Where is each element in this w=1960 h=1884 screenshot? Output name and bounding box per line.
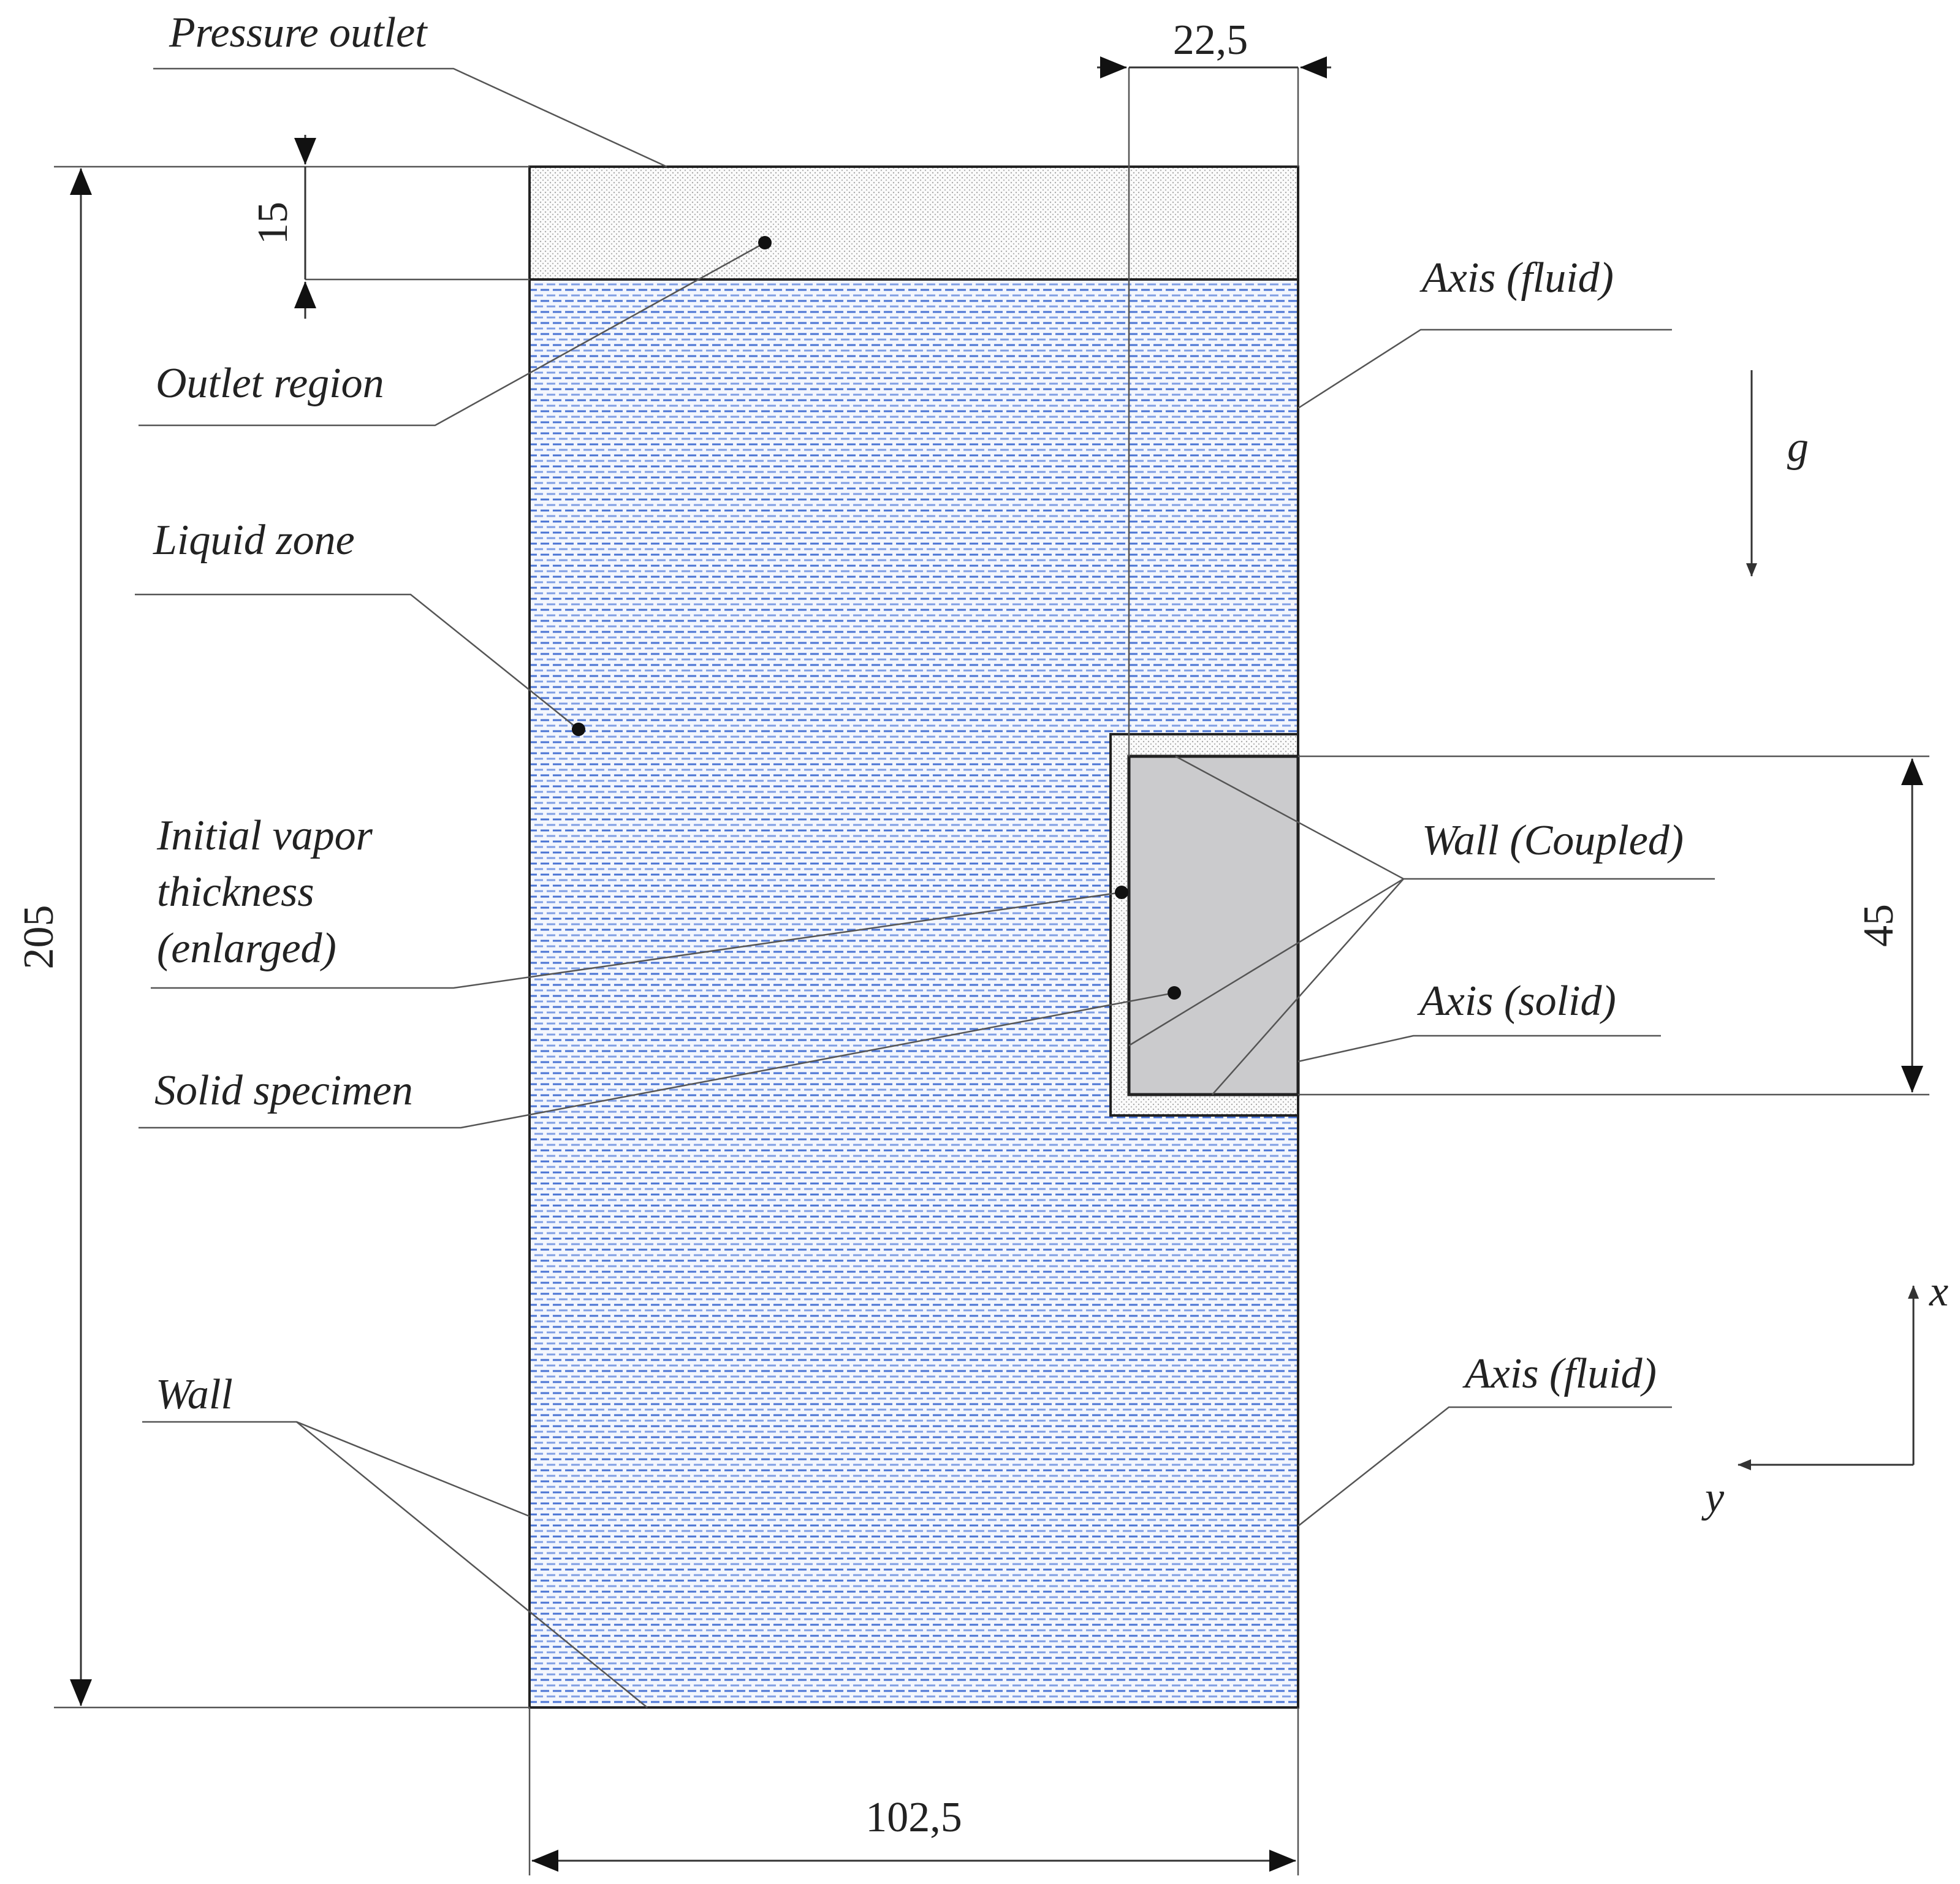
initial-vapor-line1-text: Initial vapor (156, 812, 373, 859)
coordinate-axes: x y (1701, 1268, 1948, 1521)
initial-vapor-marker (1115, 886, 1128, 899)
solid-specimen-area (1127, 754, 1300, 1096)
dim-outlet-height-text: 15 (249, 202, 297, 245)
dimension-outlet-height: 15 (249, 135, 530, 319)
liquid-zone-marker (572, 723, 585, 736)
label-initial-vapor: Initial vapor thickness (enlarged) (151, 812, 1128, 989)
axis-solid-text: Axis (solid) (1417, 978, 1616, 1025)
label-outlet-region: Outlet region (139, 236, 772, 427)
initial-vapor-line2-text: thickness (157, 868, 314, 916)
outlet-region-marker (758, 236, 772, 249)
wall-text: Wall (156, 1371, 233, 1418)
dim-total-width-text: 102,5 (865, 1794, 962, 1841)
dim-specimen-height-text: 45 (1855, 904, 1902, 947)
label-wall: Wall (142, 1371, 648, 1708)
axis-fluid-bottom-text: Axis (fluid) (1462, 1350, 1657, 1397)
gravity-text: g (1787, 424, 1809, 471)
label-axis-fluid-bottom: Axis (fluid) (1297, 1350, 1672, 1527)
y-axis-text: y (1701, 1474, 1725, 1521)
x-axis-text: x (1929, 1268, 1948, 1315)
axis-fluid-top-text: Axis (fluid) (1419, 254, 1614, 302)
label-pressure-outlet: Pressure outlet (153, 9, 667, 168)
label-solid-specimen: Solid specimen (139, 986, 1181, 1129)
dimension-specimen-width: 22,5 (1097, 17, 1331, 756)
pressure-outlet-text: Pressure outlet (169, 9, 428, 56)
gravity-indicator: g (1746, 370, 1809, 577)
dimension-total-height: 205 (15, 165, 530, 1709)
solid-specimen-text: Solid specimen (154, 1067, 413, 1114)
dimension-total-width: 102,5 (528, 1707, 1299, 1875)
label-axis-solid: Axis (solid) (1297, 978, 1661, 1063)
outlet-region-text: Outlet region (156, 360, 384, 407)
label-wall-coupled: Wall (Coupled) (1128, 755, 1715, 1095)
initial-vapor-line3-text: (enlarged) (157, 925, 336, 972)
wall-coupled-text: Wall (Coupled) (1422, 817, 1684, 864)
solid-specimen-marker (1168, 986, 1181, 1000)
dim-specimen-width-text: 22,5 (1173, 17, 1248, 64)
dim-total-height-text: 205 (15, 905, 63, 970)
label-axis-fluid-top: Axis (fluid) (1297, 254, 1672, 409)
label-liquid-zone: Liquid zone (135, 517, 585, 736)
outlet-region-area (528, 165, 1299, 281)
liquid-zone-text: Liquid zone (153, 517, 355, 564)
dimension-specimen-height: 45 (1298, 755, 1929, 1096)
